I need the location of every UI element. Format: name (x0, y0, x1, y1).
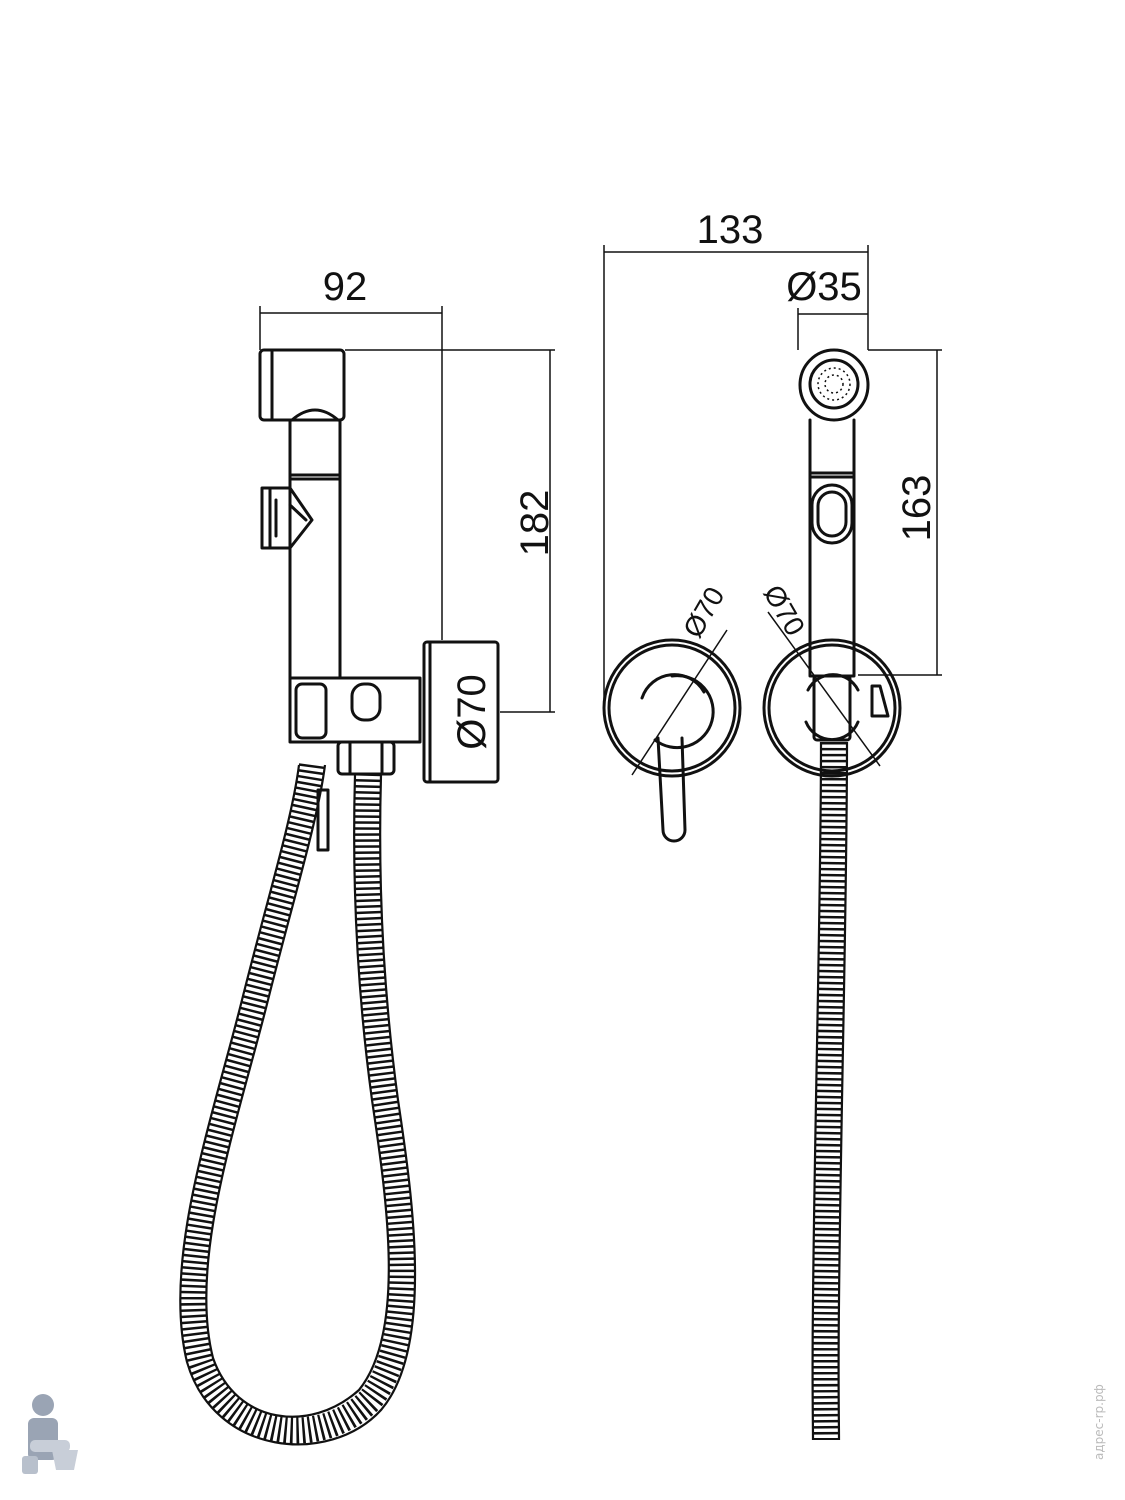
front-view: 133 Ø35 163 Ø70 (602, 208, 942, 1441)
front-height-dimension: 163 (858, 349, 942, 676)
side-height-label: 182 (513, 490, 557, 557)
side-width-dimension: 92 (259, 265, 443, 640)
front-head-dimension: Ø35 (786, 265, 868, 350)
site-watermark: адрес-rp.рф (1092, 1384, 1106, 1460)
side-hose (179, 763, 417, 1446)
plumber-logo (22, 1394, 78, 1474)
front-holder: Ø70 (758, 580, 902, 778)
front-holder-label: Ø70 (758, 580, 811, 641)
side-sprayer (258, 348, 346, 680)
front-width-dimension: 133 (603, 208, 869, 700)
front-head-label: Ø35 (786, 265, 862, 309)
front-sprayer (798, 348, 870, 678)
front-hose (811, 741, 849, 1441)
side-width-label: 92 (323, 265, 368, 309)
side-holder: Ø70 (288, 640, 500, 784)
side-height-dimension: 182 (345, 349, 557, 713)
side-view: 92 182 (179, 265, 557, 1446)
side-flange-label: Ø70 (450, 674, 494, 750)
front-width-label: 133 (697, 208, 764, 252)
front-height-label: 163 (895, 475, 939, 542)
front-valve-label: Ø70 (677, 582, 730, 643)
front-valve: Ø70 (602, 582, 742, 843)
